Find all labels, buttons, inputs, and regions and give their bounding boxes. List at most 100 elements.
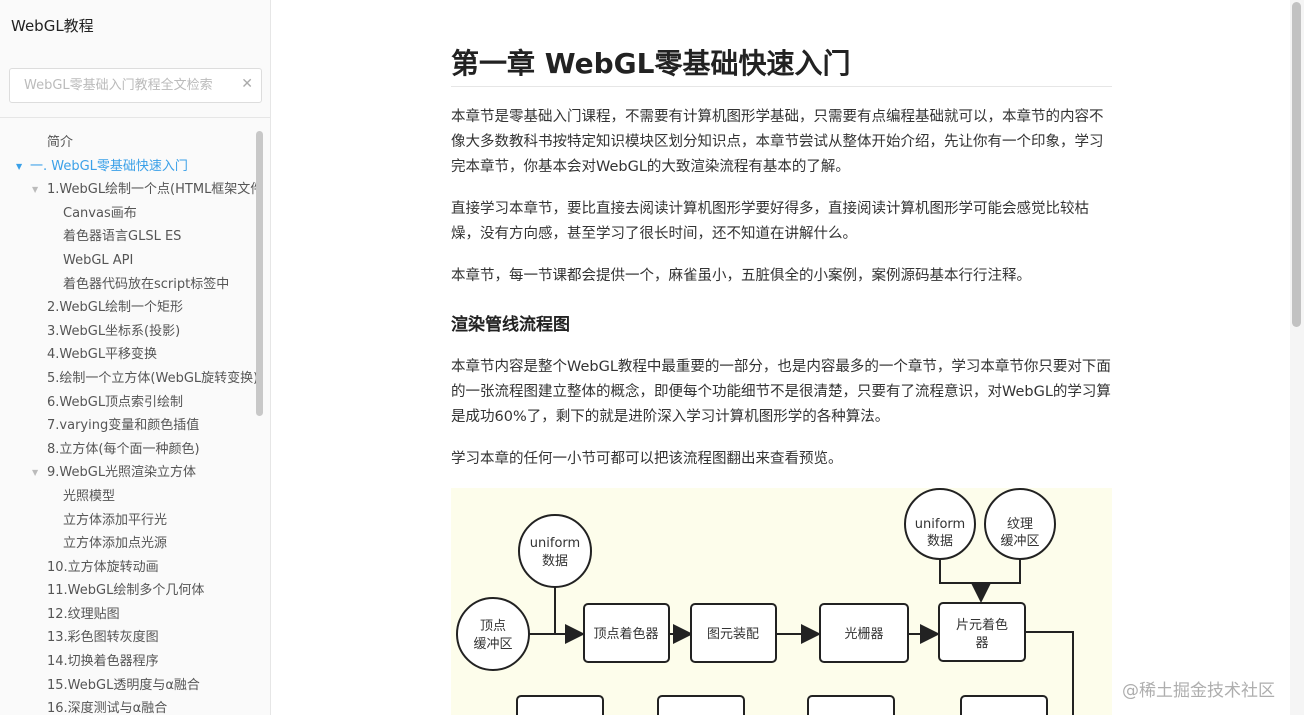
toc-item[interactable]: 13.彩色图转灰度图: [0, 626, 256, 650]
toc-item-label: 着色器代码放在script标签中: [63, 276, 230, 292]
expand-arrow-icon[interactable]: ▼: [32, 468, 39, 478]
toc-item-label: 14.切换着色器程序: [47, 654, 159, 670]
toc-item[interactable]: Canvas画布: [0, 202, 256, 226]
toc-item[interactable]: 5.绘制一个立方体(WebGL旋转变换): [0, 367, 256, 391]
lower-node-1: [516, 695, 604, 715]
paragraph-direct-learning: 直接学习本章节，要比直接去阅读计算机图形学要好得多，直接阅读计算机图形学可能会感…: [451, 201, 1089, 242]
toc-item[interactable]: 着色器代码放在script标签中: [0, 273, 256, 297]
paragraph-examples: 本章节，每一节课都会提供一个，麻雀虽小，五脏俱全的小案例，案例源码基本行行注释。: [451, 268, 1031, 284]
uniform-label-line2: 数据: [542, 554, 568, 569]
primitive-assembly-label: 图元装配: [707, 627, 759, 642]
toc-item[interactable]: 12.纹理贴图: [0, 603, 256, 627]
uniform2-label-line2: 数据: [927, 534, 953, 549]
title-divider: [451, 86, 1112, 87]
toc-item-label: Canvas画布: [63, 205, 137, 221]
toc-item-label: 一. WebGL零基础快速入门: [30, 158, 188, 174]
toc-item-label: 12.纹理贴图: [47, 606, 120, 622]
pipeline-flowchart: uniform 数据 顶点 缓冲区 顶点着色器 图元装配 光栅器 片元着色 器 …: [456, 488, 1074, 715]
toc-item[interactable]: 14.切换着色器程序: [0, 650, 256, 674]
toc-item[interactable]: 立方体添加点光源: [0, 532, 256, 556]
toc-item-label: 着色器语言GLSL ES: [63, 229, 182, 245]
toc-item[interactable]: 着色器语言GLSL ES: [0, 225, 256, 249]
uniform-data-node: [518, 514, 592, 588]
uniform-data-node-2: [904, 488, 976, 560]
paragraph-preview: 学习本章的任何一小节可都可以把该流程图翻出来查看预览。: [451, 451, 843, 467]
texture-buffer-node: [984, 488, 1056, 560]
toc-item-label: 立方体添加平行光: [63, 512, 168, 528]
paragraph-intro: 本章节是零基础入门课程，不需要有计算机图形学基础，只需要有点编程基础就可以，本章…: [451, 109, 1104, 175]
toc-item[interactable]: ▼ 1.WebGL绘制一个点(HTML框架文件): [0, 178, 256, 202]
toc-item-label: WebGL API: [63, 252, 134, 268]
toc-item[interactable]: 6.WebGL顶点索引绘制: [0, 391, 256, 415]
rasterizer-node: [819, 603, 909, 663]
vertex-buffer-node: [456, 597, 530, 671]
toc-item[interactable]: 3.WebGL坐标系(投影): [0, 320, 256, 344]
paragraph-pipeline: 本章节内容是整个WebGL教程中最重要的一部分，也是内容最多的一个章节，学习本章…: [451, 359, 1111, 425]
clear-search-icon[interactable]: ✕: [241, 76, 253, 92]
toc-item[interactable]: 15.WebGL透明度与α融合: [0, 674, 256, 698]
section-heading-pipeline: 渲染管线流程图: [451, 315, 570, 335]
texture-buffer-label-line2: 缓冲区: [1000, 534, 1039, 549]
toc-item[interactable]: 8.立方体(每个面一种颜色): [0, 438, 256, 462]
texture-buffer-label-line1: 纹理: [1007, 517, 1033, 532]
toc-item-label: 立方体添加点光源: [63, 536, 168, 552]
page-title: 第一章 WebGL零基础快速入门: [451, 47, 851, 80]
table-of-contents: 简介 ▼ 一. WebGL零基础快速入门 ▼ 1.WebGL绘制一个点(HTML框架文件…: [0, 131, 256, 715]
vertex-buffer-label-line1: 顶点: [480, 619, 506, 634]
toc-item[interactable]: 立方体添加平行光: [0, 509, 256, 533]
vertex-shader-node: [583, 603, 670, 663]
book-title[interactable]: WebGL教程: [11, 17, 94, 35]
toc-item[interactable]: 光照模型: [0, 485, 256, 509]
toc-item-label: 10.立方体旋转动画: [47, 559, 159, 575]
toc-item-label: 11.WebGL绘制多个几何体: [47, 583, 205, 599]
sidebar: WebGL教程 ✕ 简介 ▼ 一. WebGL零基础快速入门 ▼ 1.WebGL绘制一个…: [0, 0, 271, 715]
primitive-assembly-node: [690, 603, 777, 663]
toc-item[interactable]: 7.varying变量和颜色插值: [0, 414, 256, 438]
toc-item-label: 6.WebGL顶点索引绘制: [47, 394, 184, 410]
toc-item[interactable]: 11.WebGL绘制多个几何体: [0, 579, 256, 603]
toc-item-label: 7.varying变量和颜色插值: [47, 418, 200, 434]
search-box: ✕: [9, 68, 262, 103]
sidebar-scrollbar[interactable]: [256, 131, 263, 715]
uniform2-label-line1: uniform: [915, 517, 965, 532]
article-content: 第一章 WebGL零基础快速入门 本章节是零基础入门课程，不需要有计算机图形学基…: [272, 0, 1290, 715]
toc-item[interactable]: ▼ 9.WebGL光照渲染立方体: [0, 461, 256, 485]
fragment-shader-label-line2: 器: [975, 636, 988, 651]
toc-item-label: 13.彩色图转灰度图: [47, 630, 159, 646]
main-scrollbar[interactable]: [1290, 0, 1304, 715]
fragment-shader-label-line1: 片元着色: [956, 617, 1008, 633]
render-pipeline-diagram: uniform 数据 顶点 缓冲区 顶点着色器 图元装配 光栅器 片元着色 器 …: [451, 488, 1112, 715]
sidebar-divider: [0, 117, 271, 118]
vertex-shader-label: 顶点着色器: [593, 626, 658, 642]
toc-item[interactable]: 10.立方体旋转动画: [0, 556, 256, 580]
toc-item-label: 15.WebGL透明度与α融合: [47, 677, 200, 693]
toc-item[interactable]: WebGL API: [0, 249, 256, 273]
toc-item-label: 3.WebGL坐标系(投影): [47, 323, 181, 339]
toc-item-label: 4.WebGL平移变换: [47, 347, 158, 363]
toc-item-label: 1.WebGL绘制一个点(HTML框架文件): [47, 182, 256, 198]
expand-arrow-icon[interactable]: ▼: [32, 185, 39, 195]
vertex-buffer-label-line2: 缓冲区: [473, 637, 512, 652]
toc-item[interactable]: 简介: [0, 131, 256, 155]
search-input[interactable]: [10, 69, 235, 102]
toc-item-label: 2.WebGL绘制一个矩形: [47, 300, 184, 316]
toc-item[interactable]: 4.WebGL平移变换: [0, 343, 256, 367]
toc-item[interactable]: 2.WebGL绘制一个矩形: [0, 296, 256, 320]
rasterizer-label: 光栅器: [844, 627, 883, 642]
toc-item-label: 简介: [47, 135, 74, 150]
toc-item-label: 9.WebGL光照渲染立方体: [47, 465, 197, 481]
sidebar-scrollbar-thumb[interactable]: [256, 131, 263, 416]
toc-item-label: 光照模型: [63, 488, 116, 504]
main-scrollbar-thumb[interactable]: [1292, 2, 1301, 327]
toc-item-label: 5.绘制一个立方体(WebGL旋转变换): [47, 370, 256, 386]
lower-node-4: [960, 695, 1048, 715]
expand-arrow-icon[interactable]: ▼: [16, 161, 23, 171]
watermark: @稀土掘金技术社区: [1122, 681, 1275, 701]
toc-item[interactable]: ▼ 一. WebGL零基础快速入门: [0, 154, 256, 179]
toc-item[interactable]: 16.深度测试与α融合: [0, 697, 256, 715]
lower-node-2: [657, 695, 745, 715]
toc-item-label: 8.立方体(每个面一种颜色): [47, 441, 200, 457]
lower-node-3: [807, 695, 895, 715]
toc-item-label: 16.深度测试与α融合: [47, 701, 168, 715]
fragment-shader-node: [938, 602, 1026, 662]
